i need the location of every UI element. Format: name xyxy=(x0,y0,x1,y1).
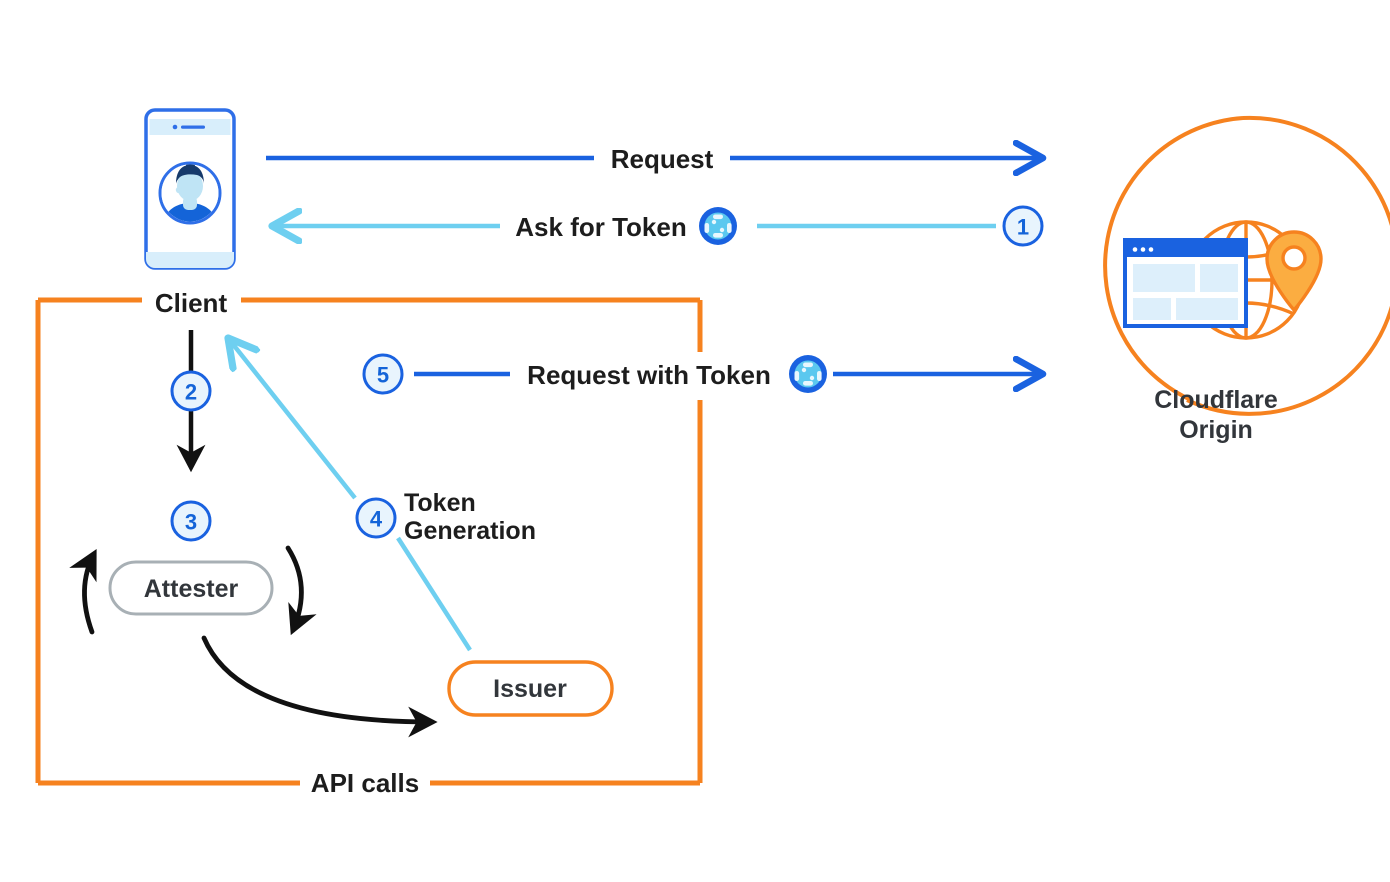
token-gen-line-lower xyxy=(396,536,472,652)
badge-1-number: 1 xyxy=(1017,215,1029,240)
attester-label: Attester xyxy=(144,575,239,603)
phone-speaker-bar xyxy=(181,125,205,129)
token-icon-2 xyxy=(789,355,827,393)
token-notch-left xyxy=(704,223,710,233)
phone-camera-dot xyxy=(172,124,178,130)
badge-2: 2 xyxy=(170,370,212,412)
cloudflare-origin-group: Cloudflare Origin xyxy=(1103,115,1390,444)
browser-dot-2 xyxy=(1140,247,1146,252)
token2-notch-left xyxy=(794,371,800,381)
badge-4-number: 4 xyxy=(370,507,383,532)
browser-pane-2 xyxy=(1200,264,1238,292)
attester-pill[interactable] xyxy=(108,560,274,616)
token2-pip-b xyxy=(809,375,815,381)
flow-client-to-attester: 2 xyxy=(170,330,212,473)
user-avatar-icon xyxy=(158,161,222,225)
avatar-face xyxy=(177,171,203,201)
browser-pane-3 xyxy=(1133,298,1171,320)
avatar-hair xyxy=(176,165,204,184)
badge-3: 3 xyxy=(170,500,212,542)
browser-pane-1 xyxy=(1133,264,1195,292)
attester-left-curve xyxy=(69,549,97,635)
badge-5-number: 5 xyxy=(377,363,389,388)
location-pin-icon xyxy=(1265,230,1323,313)
token2-notch-right xyxy=(817,371,822,381)
avatar-hair-bun xyxy=(186,164,195,168)
token-generation-label-line1: Token xyxy=(404,489,476,517)
flow-ask-for-token: Ask for Token 1 xyxy=(272,205,1044,247)
ask-token-label: Ask for Token xyxy=(515,212,686,242)
flow-request-with-token: 5 Request with Token xyxy=(362,353,1043,395)
issuer-pill[interactable] xyxy=(447,660,614,717)
flow-attestation: 3 xyxy=(69,500,438,738)
token-inner-disc xyxy=(704,212,732,240)
attester-to-issuer-curve xyxy=(201,635,438,738)
client-phone-icon xyxy=(144,108,236,270)
api-calls-boundary xyxy=(35,297,703,786)
token-notch-top xyxy=(713,214,723,220)
browser-titlebar xyxy=(1127,242,1244,257)
token-pip-a xyxy=(711,219,717,225)
badge-5: 5 xyxy=(362,353,404,395)
badge-2-circle xyxy=(170,370,212,412)
pin-hole xyxy=(1281,245,1307,271)
avatar-ear xyxy=(175,186,183,194)
badge-4-circle xyxy=(355,497,397,539)
issuer-node[interactable]: Issuer xyxy=(447,660,614,717)
issuer-label: Issuer xyxy=(493,675,567,703)
api-calls-label: API calls xyxy=(311,768,419,798)
token-generation-label-line2: Generation xyxy=(404,517,536,545)
request-token-label: Request with Token xyxy=(527,360,771,390)
token2-notch-bottom xyxy=(803,381,813,386)
token-notch-bottom xyxy=(713,233,723,238)
token-icon xyxy=(699,207,737,245)
flow-request: Request xyxy=(266,144,1043,174)
token-gen-line-upper xyxy=(228,338,357,500)
token2-notch-top xyxy=(803,362,813,368)
token2-inner-disc xyxy=(794,360,822,388)
token-pip-b xyxy=(719,227,725,233)
attester-node[interactable]: Attester xyxy=(108,560,274,616)
origin-label-line2: Origin xyxy=(1179,416,1253,444)
request-label: Request xyxy=(611,144,714,174)
browser-dot-1 xyxy=(1132,247,1138,252)
flow-token-generation: 4 Token Generation xyxy=(228,338,536,652)
badge-4: 4 xyxy=(355,497,397,539)
badge-2-number: 2 xyxy=(185,380,197,405)
origin-ring xyxy=(1103,115,1390,416)
browser-pane-4 xyxy=(1176,298,1238,320)
badge-1: 1 xyxy=(1002,205,1044,247)
origin-label-line1: Cloudflare xyxy=(1154,386,1278,414)
badge-1-circle xyxy=(1002,205,1044,247)
badge-5-circle xyxy=(362,353,404,395)
browser-dot-3 xyxy=(1148,247,1154,252)
browser-window-icon xyxy=(1123,238,1248,328)
badge-3-circle xyxy=(170,500,212,542)
badge-3-number: 3 xyxy=(185,510,197,535)
attester-right-curve xyxy=(285,545,317,636)
token2-pip-a xyxy=(801,367,807,373)
pin-body xyxy=(1265,230,1323,313)
client-label: Client xyxy=(155,288,228,318)
token-notch-right xyxy=(727,223,732,233)
phone-bottom-bar xyxy=(146,252,234,268)
